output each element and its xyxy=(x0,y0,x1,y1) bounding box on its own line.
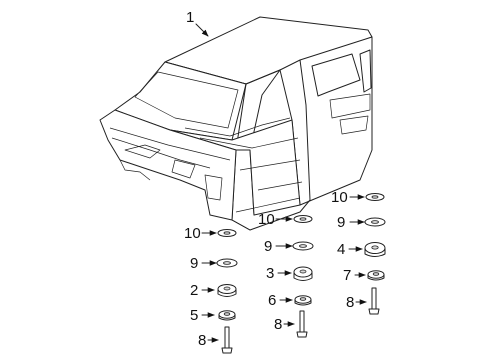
callout-9-right-label: 9 xyxy=(337,214,345,231)
washer-hole-icon xyxy=(223,231,231,235)
bolt-icon xyxy=(368,287,380,315)
callout-6-mid-label: 6 xyxy=(268,292,276,309)
cab-mount-cushion-icon xyxy=(364,242,386,257)
callout-2-left-label: 2 xyxy=(190,282,198,299)
callout-8-right-label: 8 xyxy=(346,294,354,311)
cab-body xyxy=(99,16,373,231)
right-column-parts: 10 9 4 7 8 xyxy=(331,189,386,315)
callout-9-mid-label: 9 xyxy=(264,238,272,255)
callout-10-right-label: 10 xyxy=(331,189,348,206)
middle-column-parts: 10 9 3 6 8 xyxy=(258,211,314,338)
cushion-icon xyxy=(367,270,385,281)
callout-7-right-label: 7 xyxy=(343,267,351,284)
callout-5-left-label: 5 xyxy=(190,307,198,324)
washer-hole-icon xyxy=(371,195,379,199)
cushion-icon xyxy=(294,295,312,306)
cushion-icon xyxy=(218,310,236,321)
left-column-parts: 10 9 2 5 8 xyxy=(184,225,238,354)
callout-9-left-label: 9 xyxy=(190,255,198,272)
callout-3-mid-label: 3 xyxy=(266,265,274,282)
callout-8-mid-label: 8 xyxy=(274,316,282,333)
callout-4-right-label: 4 xyxy=(337,241,345,258)
callout-8-left-label: 8 xyxy=(198,332,206,349)
callout-1-leader xyxy=(195,23,209,37)
callout-10-mid-label: 10 xyxy=(258,211,275,228)
bolt-icon xyxy=(221,326,233,354)
washer-hole-icon xyxy=(223,261,231,265)
washer-hole-icon xyxy=(299,217,307,221)
callout-1-label: 1 xyxy=(186,9,194,26)
callout-10-left-label: 10 xyxy=(184,225,201,242)
washer-hole-icon xyxy=(371,220,379,224)
washer-hole-icon xyxy=(299,244,307,248)
cab-mount-cushion-icon xyxy=(217,284,237,297)
cab-mount-cushion-icon xyxy=(293,266,313,281)
bolt-icon xyxy=(296,310,308,338)
